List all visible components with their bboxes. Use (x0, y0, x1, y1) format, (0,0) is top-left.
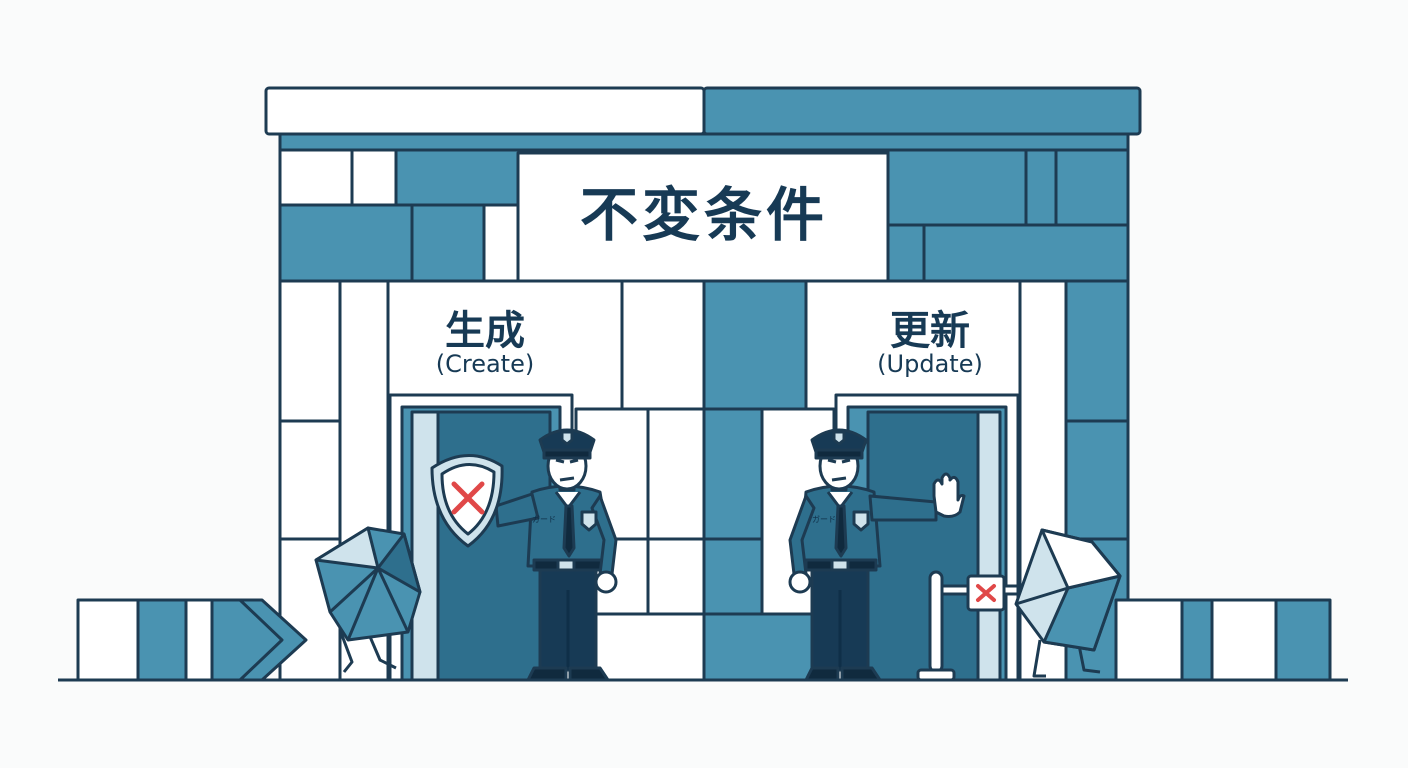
crystal-creature (314, 526, 422, 673)
stop-hand-icon (932, 472, 966, 518)
create-label-en: (Create) (435, 350, 535, 378)
left-blocks (76, 598, 308, 682)
update-label-ja: 更新 (890, 308, 970, 354)
title-sign (516, 151, 890, 283)
create-guard (494, 428, 618, 682)
title: 不変条件 (579, 181, 828, 249)
shield-icon (430, 454, 504, 548)
cross-mark-icon (451, 481, 485, 515)
cube-creature (1014, 528, 1122, 678)
badge-icon (580, 510, 598, 532)
cross-mark-icon (976, 584, 996, 602)
badge-icon (852, 510, 870, 532)
guard-badge-text-right: ガード (812, 515, 836, 524)
guard-badge-text-left: ガード (532, 515, 556, 524)
update-label-en: (Update) (877, 350, 983, 378)
update-guard (788, 428, 966, 682)
create-label-ja: 生成 (445, 308, 525, 354)
right-blocks (1114, 598, 1332, 682)
barrier-post (916, 570, 1020, 682)
